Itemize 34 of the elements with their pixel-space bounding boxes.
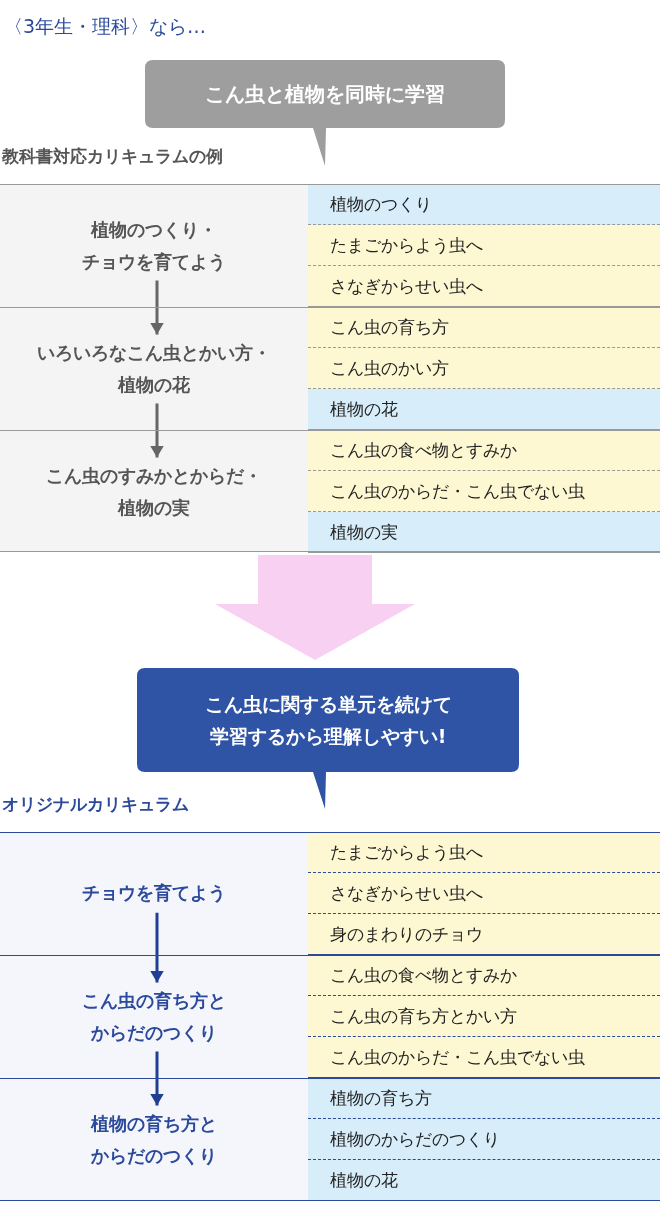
topic-cell: こん虫の育ち方: [308, 307, 660, 348]
topic-cell: こん虫のかい方: [308, 348, 660, 389]
unit-name: チョウを育てよう: [73, 877, 235, 909]
topic-cell: こん虫の食べ物とすみか: [308, 955, 660, 996]
topic-cell: さなぎからせい虫へ: [308, 266, 660, 307]
topic-cell: さなぎからせい虫へ: [308, 873, 660, 914]
topic-cell: こん虫の食べ物とすみか: [308, 430, 660, 471]
arrow: [150, 280, 164, 335]
topic-cell: たまごからよう虫へ: [308, 225, 660, 266]
bubble-text: こん虫と植物を同時に学習: [205, 81, 445, 108]
section-heading: オリジナルカリキュラム: [2, 793, 189, 816]
large-arrow: [215, 555, 415, 660]
topic-cell: 身のまわりのチョウ: [308, 914, 660, 955]
topic-cell: 植物の花: [308, 1160, 660, 1201]
unit-name: いろいろなこん虫とかい方・植物の花: [29, 336, 279, 400]
topic-cell: たまごからよう虫へ: [308, 832, 660, 873]
unit-name: 植物の育ち方とからだのつくり: [88, 1107, 220, 1171]
topic-cell: 植物の花: [308, 389, 660, 430]
section-heading: 教科書対応カリキュラムの例: [2, 145, 223, 168]
unit-name: こん虫のすみかとからだ・植物の実: [29, 459, 279, 523]
arrow: [150, 912, 164, 983]
topic-cell: こん虫のからだ・こん虫でない虫: [308, 1037, 660, 1078]
title: 〈3年生・理科〉なら…: [4, 14, 207, 39]
unit-name: こん虫の育ち方とからだのつくり: [80, 984, 228, 1048]
arrow: [150, 1051, 164, 1106]
topic-cell: 植物のつくり: [308, 184, 660, 225]
topic-cell: こん虫のからだ・こん虫でない虫: [308, 471, 660, 512]
arrow: [150, 403, 164, 458]
bubble-text: こん虫に関する単元を続けて学習するから理解しやすい!: [203, 691, 453, 749]
topic-cell: 植物の実: [308, 512, 660, 553]
topic-cell: 植物の育ち方: [308, 1078, 660, 1119]
unit-name: 植物のつくり・チョウを育てよう: [29, 213, 279, 277]
topic-cell: こん虫の育ち方とかい方: [308, 996, 660, 1037]
topic-cell: 植物のからだのつくり: [308, 1119, 660, 1160]
